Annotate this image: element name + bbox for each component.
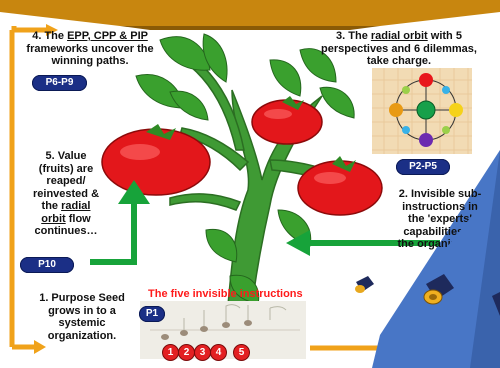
- framework-text: 4. The EPP, CPP & PIP frameworks uncover…: [16, 30, 164, 68]
- top-banner: [0, 0, 500, 26]
- step-3-button[interactable]: 3: [194, 344, 211, 361]
- badge-p1[interactable]: P1: [139, 306, 165, 322]
- radial-orbit-text: 3. The radial orbit with 5 perspectives …: [318, 30, 480, 68]
- epp-link[interactable]: EPP, CPP & PIP: [67, 30, 148, 42]
- step-4-button[interactable]: 4: [210, 344, 227, 361]
- step-2-button[interactable]: 2: [178, 344, 195, 361]
- badge-p10[interactable]: P10: [20, 257, 74, 273]
- value-text: 5. Value (fruits) are reaped/ reinvested…: [28, 150, 104, 238]
- step-1-button[interactable]: 1: [162, 344, 179, 361]
- badge-p6-p9[interactable]: P6-P9: [32, 75, 87, 91]
- step-5-button[interactable]: 5: [233, 344, 250, 361]
- purpose-seed-text: 1. Purpose Seed grows in to a systemic o…: [34, 292, 130, 342]
- badge-p2-p5[interactable]: P2-P5: [396, 159, 450, 175]
- five-instructions-caption: The five invisible instructions: [148, 288, 303, 300]
- radial-orbit-diagram: [372, 68, 472, 154]
- radial-orbit-link[interactable]: radial orbit: [371, 30, 428, 42]
